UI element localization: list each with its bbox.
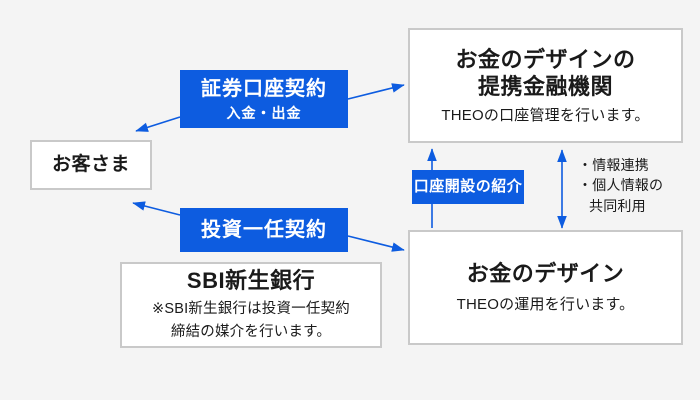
note-information-sharing-line2: ・個人情報の (578, 177, 664, 194)
note-information-sharing-line1: ・情報連携 (578, 157, 649, 173)
box-customer: お客さま (30, 140, 152, 190)
box-partner-institution-title-line2: 提携金融機関 (477, 73, 613, 99)
label-securities-account-contract-line2: 入金・出金 (226, 104, 302, 121)
box-partner-institution-subtitle: THEOの口座管理を行います。 (441, 107, 650, 125)
label-discretionary-investment-contract-line1: 投資一任契約 (201, 219, 327, 241)
box-odd: お金のデザイン THEOの運用を行います。 (408, 230, 683, 345)
note-information-sharing: ・情報連携 ・個人情報の 共同利用 (578, 155, 688, 216)
label-account-opening-introduction-line1: 口座開設の紹介 (413, 178, 523, 195)
box-sbi-shinsei-bank-note-line2: 締結の媒介を行います。 (170, 324, 332, 341)
label-securities-account-contract-line1: 証券口座契約 (201, 77, 327, 100)
box-partner-institution: お金のデザインの 提携金融機関 THEOの口座管理を行います。 (408, 28, 683, 143)
arrow-securities-to-customer (135, 116, 181, 132)
box-odd-subtitle: THEOの運用を行います。 (456, 295, 635, 313)
box-sbi-shinsei-bank: SBI新生銀行 ※SBI新生銀行は投資一任契約 締結の媒介を行います。 (120, 262, 382, 348)
label-discretionary-investment-contract: 投資一任契約 (180, 208, 348, 252)
label-account-opening-introduction: 口座開設の紹介 (412, 170, 524, 204)
note-information-sharing-line3: 共同利用 (589, 197, 646, 214)
arrow-discretionary-to-customer (132, 201, 181, 216)
box-sbi-shinsei-bank-note-line1: ※SBI新生銀行は投資一任契約 (151, 301, 351, 318)
arrow-securities-to-partner (347, 83, 405, 100)
box-odd-title: お金のデザイン (466, 260, 625, 286)
arrow-discretionary-to-odd (347, 235, 405, 252)
box-sbi-shinsei-bank-title: SBI新生銀行 (186, 268, 316, 294)
label-securities-account-contract: 証券口座契約 入金・出金 (180, 70, 348, 128)
box-partner-institution-title-line1: お金のデザインの (455, 46, 636, 72)
box-customer-title: お客さま (51, 154, 130, 176)
